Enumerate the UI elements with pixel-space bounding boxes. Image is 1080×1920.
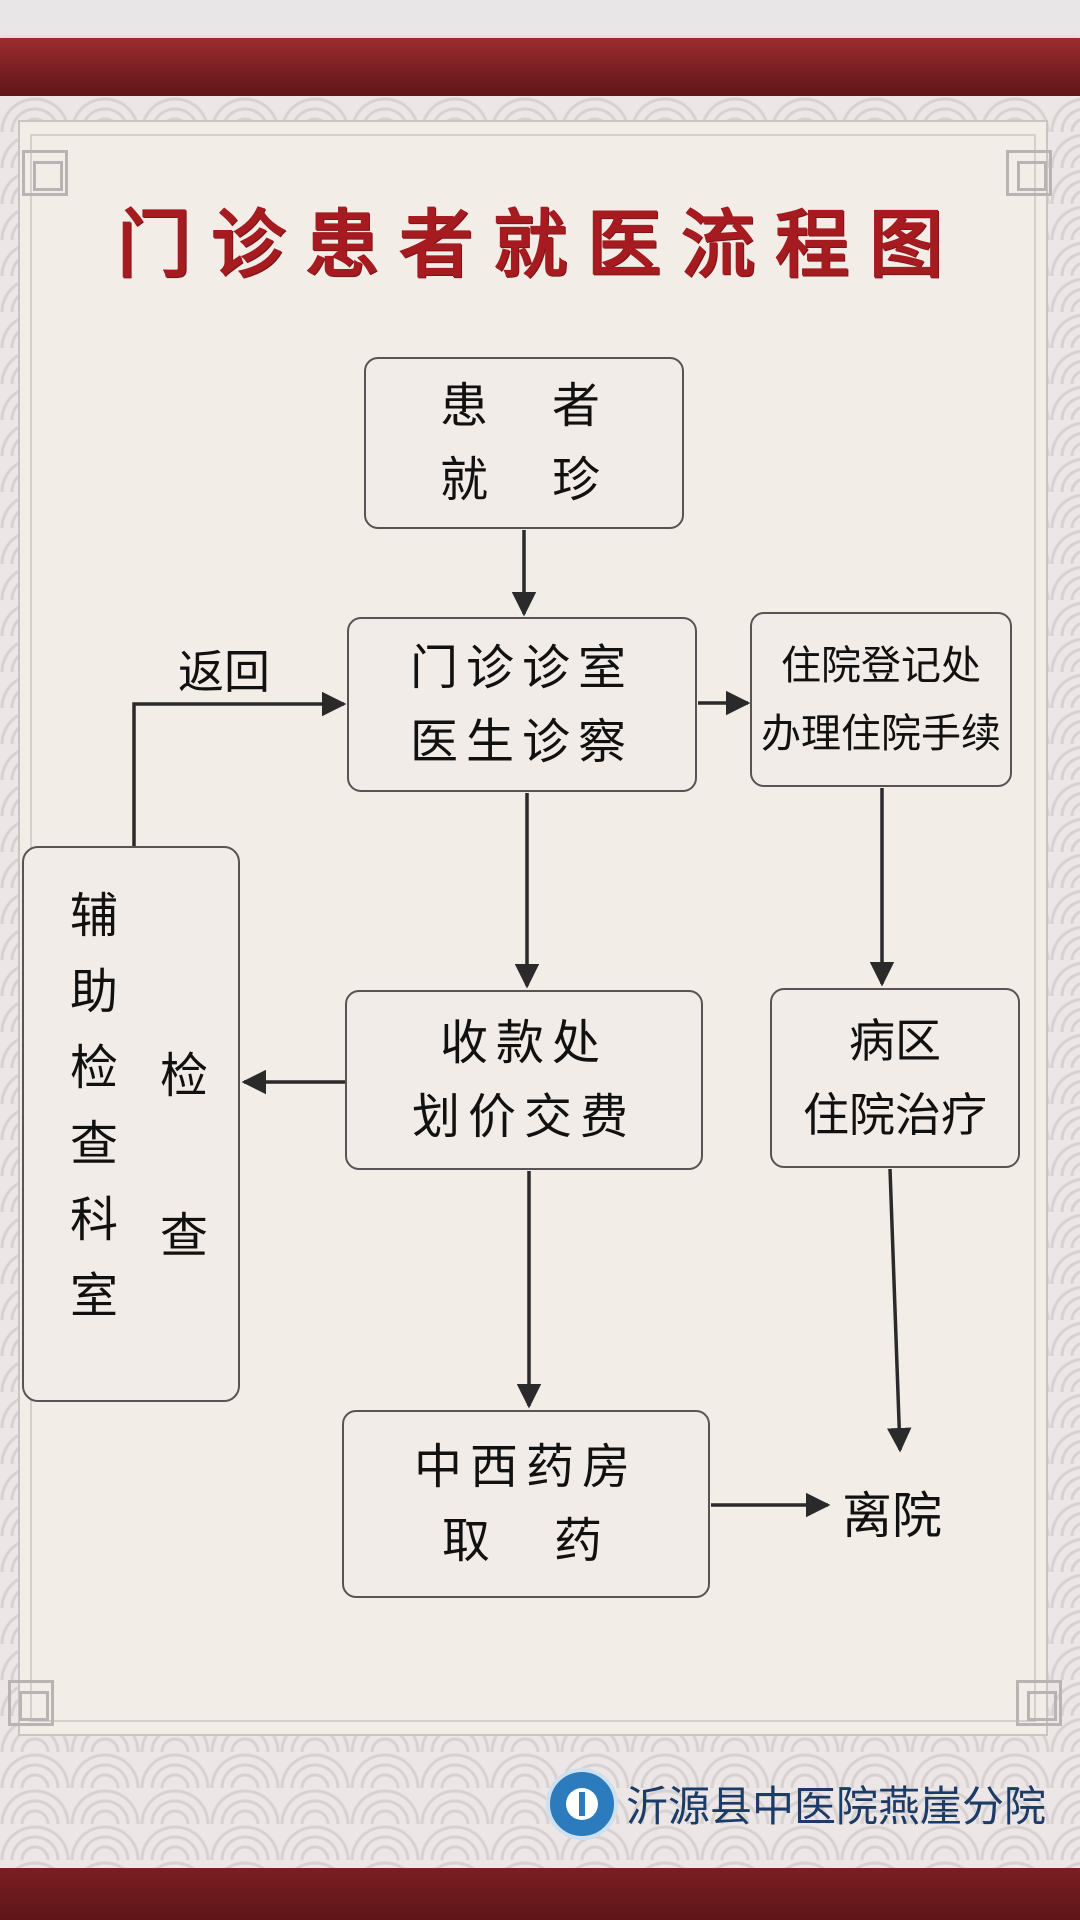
node-auxiliary-exam-col1: 辅 助 检 查 科 室: [70, 878, 118, 1334]
footer-hospital-name: 沂源县中医院燕崖分院: [626, 1782, 1047, 1831]
node-pharmacy-line1: 中西药房: [413, 1439, 638, 1495]
node-admission-office-line2: 办理住院手续: [761, 710, 1001, 757]
page-title: 门诊患者就医流程图: [117, 202, 963, 288]
node-patient-visit: 患 者 就 珍: [364, 357, 684, 529]
node-patient-visit-line2: 就 珍: [439, 452, 608, 508]
node-outpatient-room: 门诊诊室 医生诊察: [347, 617, 697, 792]
node-admission-office: 住院登记处 办理住院手续: [750, 612, 1012, 787]
frame-bottom-bar: [0, 1868, 1080, 1920]
aux-char-3: 检: [70, 1040, 119, 1096]
edge-label-return: 返回: [178, 645, 270, 699]
aux-check-char-1: 检: [160, 1048, 209, 1104]
node-cashier: 收款处 划价交费: [345, 990, 703, 1170]
node-ward-line1: 病区: [849, 1014, 941, 1068]
corner-ornament-top-right: [1006, 150, 1052, 196]
node-auxiliary-exam-col2: 检 查: [160, 996, 208, 1316]
corner-ornament-bottom-right: [1016, 1680, 1062, 1726]
node-discharge: 离院: [842, 1487, 942, 1545]
corner-ornament-bottom-left: [8, 1680, 54, 1726]
node-pharmacy: 中西药房 取 药: [342, 1410, 710, 1598]
aux-char-4: 查: [70, 1116, 119, 1172]
node-admission-office-line1: 住院登记处: [781, 642, 981, 689]
node-auxiliary-exam: [22, 846, 240, 1402]
aux-char-6: 室: [70, 1268, 119, 1324]
node-outpatient-room-line2: 医生诊察: [409, 713, 634, 770]
node-pharmacy-line2: 取 药: [441, 1513, 610, 1569]
node-ward-line2: 住院治疗: [803, 1088, 987, 1142]
aux-char-5: 科: [70, 1192, 119, 1248]
node-cashier-line1: 收款处: [439, 1015, 608, 1071]
frame-top-bar: [0, 38, 1080, 96]
aux-char-2: 助: [70, 964, 119, 1020]
aux-check-char-2: 查: [160, 1208, 209, 1264]
hospital-logo-icon: [546, 1768, 618, 1840]
corner-ornament-top-left: [22, 150, 68, 196]
aux-char-1: 辅: [70, 888, 119, 944]
node-cashier-line2: 划价交费: [411, 1089, 636, 1145]
node-patient-visit-line1: 患 者: [439, 378, 608, 434]
node-outpatient-room-line1: 门诊诊室: [409, 639, 634, 696]
node-ward: 病区 住院治疗: [770, 988, 1020, 1168]
